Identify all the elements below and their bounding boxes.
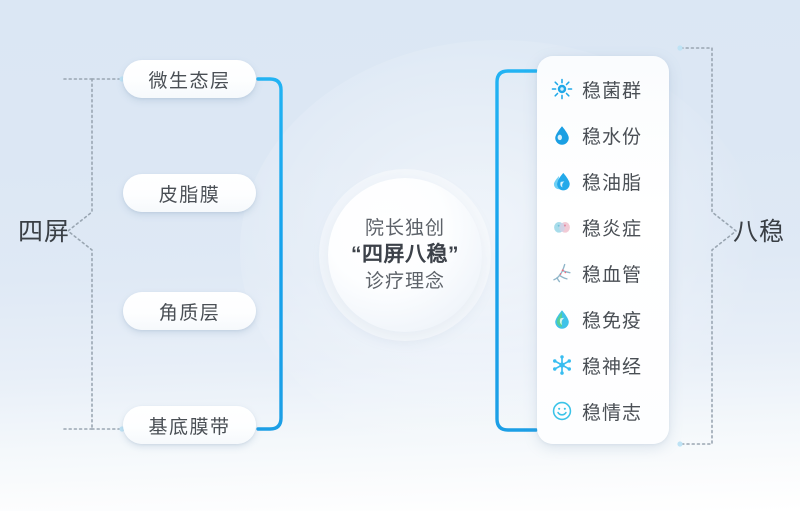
barrier-layer-chip-label: 基底膜带 <box>148 416 231 438</box>
right-group-label: 八稳 <box>733 218 786 246</box>
smiley-face-icon <box>550 399 574 423</box>
oil-droplet-icon <box>550 169 574 193</box>
barrier-layer-chip-label: 皮脂膜 <box>158 184 221 206</box>
barrier-layer-chip-label: 微生态层 <box>148 70 231 92</box>
stability-list-item[interactable]: 稳神经 <box>537 344 669 386</box>
stability-list-item-label: 稳水份 <box>582 126 643 148</box>
stability-list-item-label: 稳免疫 <box>582 310 643 332</box>
stability-list-item[interactable]: 稳情志 <box>537 390 669 432</box>
left-group-label: 四屏 <box>18 218 71 246</box>
microbe-sun-icon <box>550 77 574 101</box>
background-glow <box>240 40 760 460</box>
stability-list-item-label: 稳血管 <box>582 264 643 286</box>
stability-list-item[interactable]: 稳水份 <box>537 114 669 156</box>
blood-vessel-icon <box>550 261 574 285</box>
barrier-layer-chip[interactable]: 角质层 <box>123 292 256 330</box>
central-concept-line-accent: “四屏八稳” <box>351 243 459 267</box>
immunity-shield-droplet-icon <box>550 307 574 331</box>
right-blue-bracket <box>488 69 538 432</box>
left-blue-bracket <box>256 77 320 431</box>
stability-list-item-label: 稳神经 <box>582 356 643 378</box>
stability-list-item-label: 稳情志 <box>582 402 643 424</box>
barrier-layer-chip[interactable]: 微生态层 <box>123 60 256 98</box>
eight-stability-panel: 稳菌群 稳水份 稳油脂 <box>537 56 669 444</box>
central-concept-circle: 院长独创 “四屏八稳” 诊疗理念 <box>328 178 482 332</box>
inflammation-cells-icon <box>550 215 574 239</box>
stability-list-item[interactable]: 稳血管 <box>537 252 669 294</box>
stability-list-item[interactable]: 稳菌群 <box>537 68 669 110</box>
left-dotted-bracket <box>61 76 125 432</box>
stability-list-item-label: 稳炎症 <box>582 218 643 240</box>
water-droplet-icon <box>550 123 574 147</box>
barrier-layer-chip[interactable]: 皮脂膜 <box>123 174 256 212</box>
neuron-star-icon <box>550 353 574 377</box>
barrier-layer-chip-label: 角质层 <box>158 302 221 324</box>
stability-list-item-label: 稳油脂 <box>582 172 643 194</box>
central-concept-line: 诊疗理念 <box>364 270 445 292</box>
stability-list-item-label: 稳菌群 <box>582 80 643 102</box>
central-concept-line: 院长独创 <box>364 217 445 239</box>
stability-list-item[interactable]: 稳油脂 <box>537 160 669 202</box>
right-dotted-bracket <box>677 45 737 447</box>
stability-list-item[interactable]: 稳免疫 <box>537 298 669 340</box>
stability-list-item[interactable]: 稳炎症 <box>537 206 669 248</box>
barrier-layer-chip[interactable]: 基底膜带 <box>123 406 256 444</box>
